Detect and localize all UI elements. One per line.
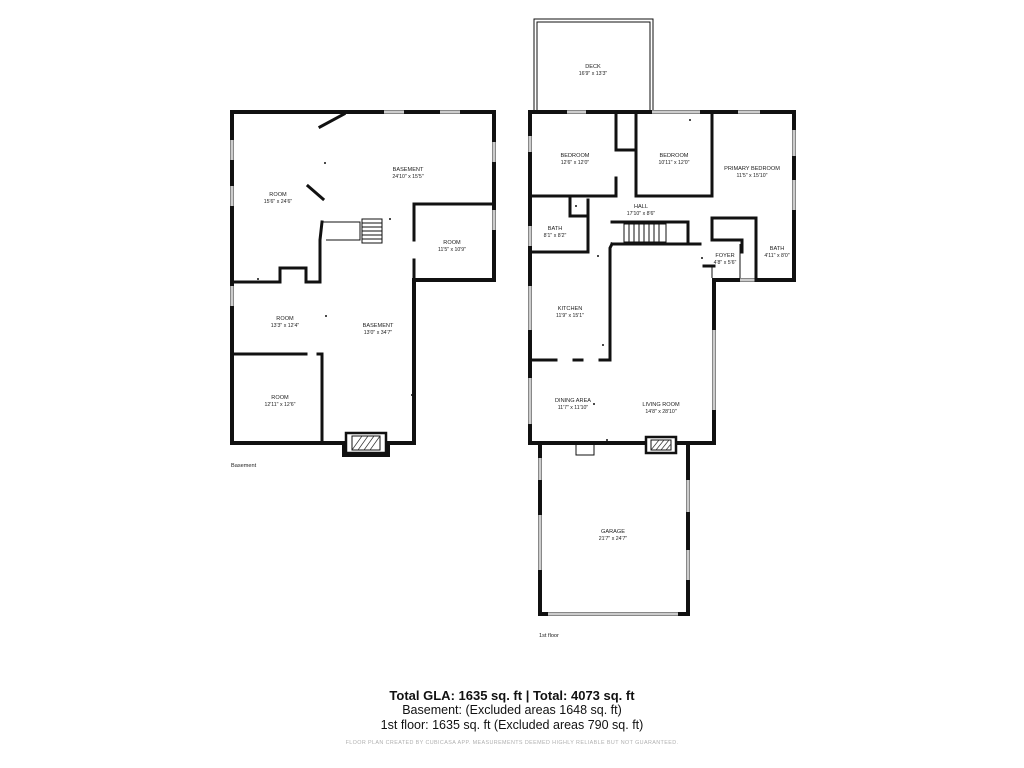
garage-windows xyxy=(538,458,690,616)
basement-room-2-dim: 11'5" x 10'9" xyxy=(438,247,466,253)
basement-lower-dim: 13'0" x 34'7" xyxy=(364,330,393,336)
first-floor-fixture-dots xyxy=(575,119,703,441)
basement-main-name: BASEMENT xyxy=(393,167,424,173)
deck-name: DECK xyxy=(585,64,601,70)
basement-main-dim: 24'10" x 15'5" xyxy=(392,174,423,180)
first-floor-stairs xyxy=(623,223,667,243)
basement-room-1-name: ROOM xyxy=(269,192,287,198)
basement-room-3-dim: 13'3" x 12'4" xyxy=(271,323,300,329)
basement-room-4-name: ROOM xyxy=(271,395,289,401)
primary-bedroom-name: PRIMARY BEDROOM xyxy=(724,166,780,172)
bath-1-dim: 8'1" x 8'2" xyxy=(544,233,567,239)
primary-bedroom-dim: 11'5" x 15'10" xyxy=(737,173,768,179)
disclaimer-text: Floor plan created by CubiCasa App. Meas… xyxy=(345,740,679,746)
bath-2-dim: 4'11" x 8'0" xyxy=(764,253,789,259)
basement-room-2-name: ROOM xyxy=(443,240,461,246)
first-floor-interior-walls xyxy=(528,110,758,362)
basement-fixture-dots xyxy=(257,162,413,396)
living-room-dim: 14'8" x 28'10" xyxy=(645,409,676,415)
total-area-line: Total GLA: 1635 sq. ft | Total: 4073 sq.… xyxy=(389,688,635,703)
kitchen-dim: 11'9" x 15'1" xyxy=(556,313,584,319)
hall-dim: 17'10" x 8'6" xyxy=(627,211,656,217)
basement-windows xyxy=(230,110,496,306)
basement-interior-walls xyxy=(230,111,496,445)
basement-floor-label: Basement xyxy=(231,463,257,469)
basement-area-line: Basement: (Excluded areas 1648 sq. ft) xyxy=(402,703,622,717)
hall-name: HALL xyxy=(634,204,648,210)
basement-room-1-dim: 15'6" x 24'6" xyxy=(264,199,293,205)
bath-1-name: BATH xyxy=(548,226,563,232)
area-summary: Total GLA: 1635 sq. ft | Total: 4073 sq.… xyxy=(0,688,1024,746)
kitchen-name: KITCHEN xyxy=(558,306,583,312)
basement-lower-name: BASEMENT xyxy=(363,323,394,329)
bedroom-1-name: BEDROOM xyxy=(561,153,590,159)
first-floor-fireplace xyxy=(644,435,678,455)
foyer-dim: 4'8" x 5'6" xyxy=(714,260,737,266)
first-floor-windows xyxy=(528,110,796,424)
bedroom-1-dim: 12'6" x 12'0" xyxy=(561,160,590,166)
first-floor-plan: DECK 16'9" x 13'3" BEDROOM 12'6" x 12'0"… xyxy=(528,18,796,639)
foyer-name: FOYER xyxy=(715,253,734,259)
basement-room-4-dim: 12'11" x 12'6" xyxy=(265,402,296,408)
basement-stairs xyxy=(322,218,383,244)
bedroom-2-dim: 10'11" x 12'0" xyxy=(659,160,690,166)
dining-area-name: DINING AREA xyxy=(555,398,591,404)
bedroom-2-name: BEDROOM xyxy=(660,153,689,159)
first-floor-area-line: 1st floor: 1635 sq. ft (Excluded areas 7… xyxy=(380,718,644,732)
garage-entry-step xyxy=(575,442,595,456)
bath-2-name: BATH xyxy=(770,246,785,252)
living-room-name: LIVING ROOM xyxy=(642,402,680,408)
basement-room-3-name: ROOM xyxy=(276,316,294,322)
foyer-partition xyxy=(711,244,741,278)
first-floor-label: 1st floor xyxy=(539,633,559,639)
basement-fireplace xyxy=(344,431,388,455)
garage-dim: 21'7" x 24'7" xyxy=(599,536,628,542)
deck-dim: 16'9" x 13'3" xyxy=(579,71,608,77)
garage-name: GARAGE xyxy=(601,529,625,535)
dining-area-dim: 11'7" x 11'10" xyxy=(558,405,589,411)
basement-plan: ROOM 15'6" x 24'6" BASEMENT 24'10" x 15'… xyxy=(230,110,496,469)
first-floor-outer-wall xyxy=(528,110,796,445)
